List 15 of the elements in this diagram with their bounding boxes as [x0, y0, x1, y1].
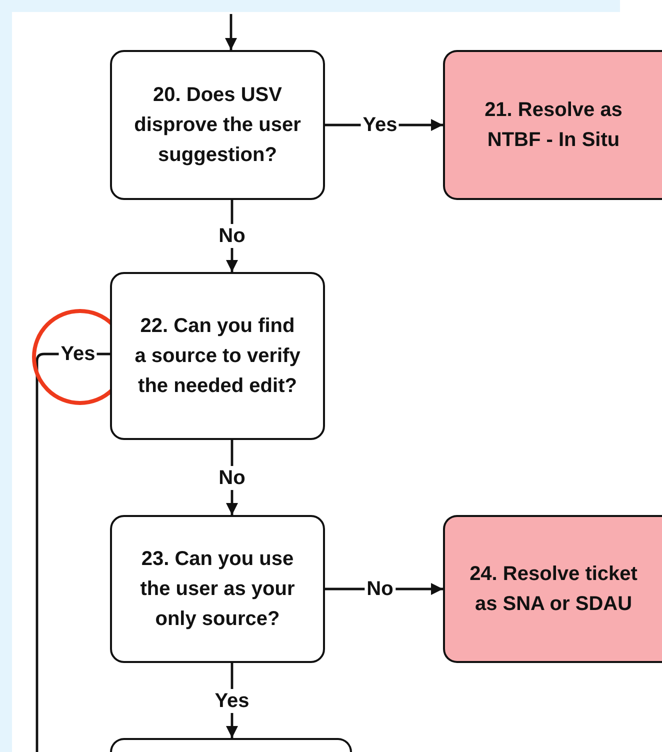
outcome-box: [443, 50, 662, 200]
decision-box: [110, 272, 325, 440]
connector-arrow: [225, 14, 237, 50]
node-text: 23. Can you use the user as your only source?: [139, 547, 296, 632]
node-text: 20. Does USV disprove the user suggestion?: [134, 83, 301, 168]
edge-label: No: [216, 224, 248, 248]
decision-box: [110, 50, 325, 200]
outcome-box: [443, 515, 662, 663]
node-text: 21. Resolve as NTBF - In Situ: [484, 98, 624, 153]
edge-label: Yes: [212, 688, 252, 712]
node-text: 24. Resolve ticket as SNA or SDAU: [468, 562, 638, 617]
decision-box: [110, 515, 325, 663]
edge-label: No: [216, 466, 248, 490]
node-text: 22. Can you find a source to verify the needed edit?: [134, 314, 301, 399]
process-box: [110, 738, 352, 752]
